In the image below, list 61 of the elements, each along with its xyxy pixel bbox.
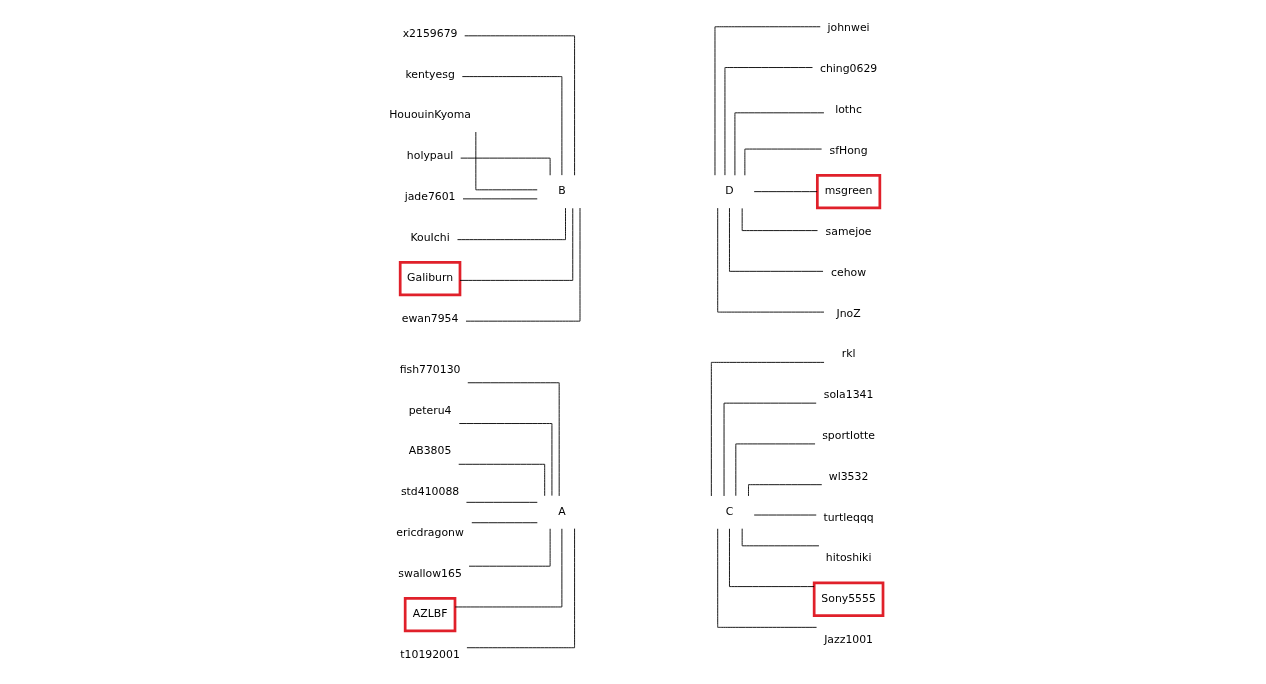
connector: [464, 35, 576, 176]
connector: [729, 207, 824, 272]
connector: [458, 423, 553, 497]
node-text: holypaul: [406, 149, 454, 163]
node-text: ewan7954: [401, 312, 459, 326]
node-text: B: [558, 184, 566, 198]
node-text: JnoZ: [836, 306, 861, 320]
node-text: peteru4: [408, 403, 452, 417]
node-box: AZLBF: [403, 597, 457, 633]
connector: [724, 67, 813, 176]
node-text: A: [558, 505, 566, 519]
connector: [753, 191, 818, 193]
node-text: C: [725, 505, 734, 519]
node-text: wl3532: [828, 469, 869, 483]
node-box: Sony5555: [812, 581, 885, 617]
node-text: swallow165: [398, 566, 462, 580]
connector: [714, 26, 821, 176]
node-text: std410088: [400, 485, 460, 499]
node-box: Galiburn: [398, 260, 462, 297]
connector: [460, 157, 551, 176]
connector: [466, 528, 576, 649]
node-text: johnwei: [827, 21, 870, 35]
connector: [457, 207, 566, 241]
node-text: jade7601: [404, 189, 456, 203]
node-text: D: [725, 184, 734, 198]
connector: [461, 76, 563, 176]
node-text: samejoe: [825, 225, 872, 239]
node-text: KouIchi: [410, 230, 450, 244]
connector: [454, 528, 563, 608]
node-text: kentyesg: [405, 67, 455, 81]
connector: [467, 382, 560, 497]
node-text: sportlotte: [822, 429, 875, 443]
connector: [741, 528, 820, 547]
connector: [466, 501, 538, 503]
node-text: ching0629: [819, 62, 878, 76]
connector: [729, 528, 815, 588]
node-box: msgreen: [816, 173, 882, 210]
node-text: rkl: [841, 347, 856, 361]
node-text: sola1341: [823, 388, 874, 402]
node-text: HououinKyoma: [389, 108, 471, 122]
connector: [748, 484, 823, 497]
node-text: ericdragonw: [396, 525, 464, 539]
node-text: lothc: [835, 102, 862, 116]
connector: [471, 522, 538, 524]
connector: [459, 207, 574, 281]
node-text: hitoshiki: [825, 551, 872, 565]
node-text: t10192001: [400, 648, 460, 662]
node-text: fish770130: [399, 362, 461, 376]
connector: [710, 361, 825, 497]
node-text: cehow: [831, 265, 867, 279]
connector: [723, 402, 817, 497]
connector: [717, 528, 818, 628]
connector: [717, 207, 825, 313]
connector: [458, 463, 546, 497]
node-text: x2159679: [402, 26, 458, 40]
node-text: Jazz1001: [824, 632, 874, 646]
connector: [741, 207, 818, 232]
node-text: sfHong: [829, 143, 868, 157]
connector: [475, 131, 538, 191]
node-text: AB3805: [408, 444, 452, 458]
node-text: turtleqqq: [823, 510, 874, 524]
